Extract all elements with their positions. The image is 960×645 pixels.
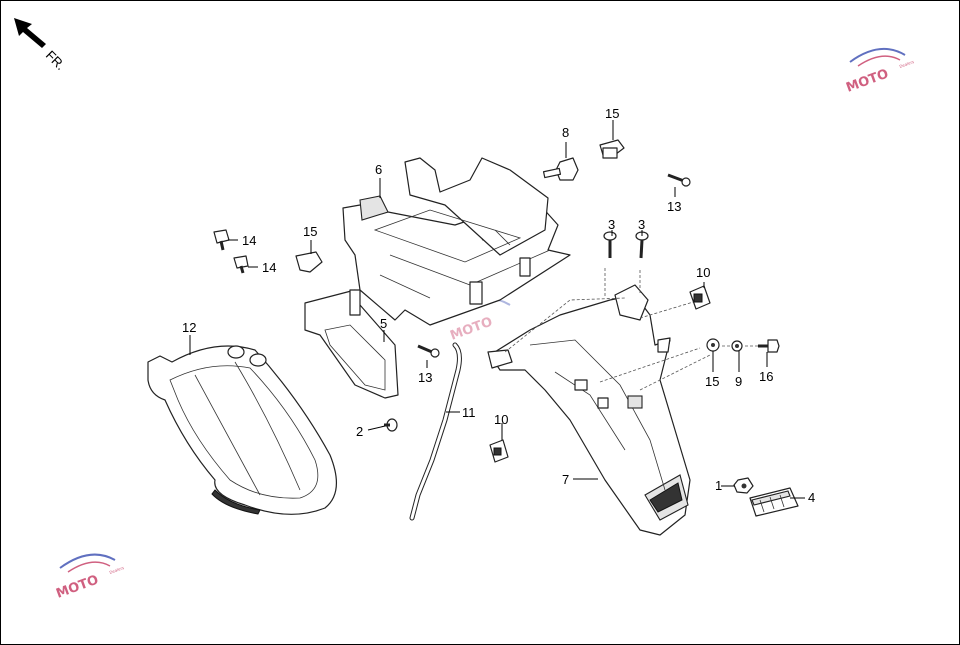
callout-9: 9 (735, 374, 742, 389)
callout-labels: 1 2 3 3 4 5 6 7 8 9 10 10 11 12 13 13 14… (182, 106, 815, 505)
watermark-text: MOTO (844, 67, 890, 96)
callout-8: 8 (562, 125, 569, 140)
part-14-bolt-a (213, 229, 230, 251)
callout-10-right: 10 (696, 265, 710, 280)
callout-12: 12 (182, 320, 196, 335)
callout-15-right: 15 (705, 374, 719, 389)
callout-3-left: 3 (608, 217, 615, 232)
part-16-bolt (758, 339, 780, 353)
callout-10-center: 10 (494, 412, 508, 427)
part-12-rear-fender (147, 345, 337, 515)
callout-13-top: 13 (667, 199, 681, 214)
part-15-grommet-top (599, 139, 625, 159)
part-1-nut (733, 477, 754, 494)
assembly-dashed-lines (504, 268, 758, 391)
callout-3-right: 3 (638, 217, 645, 232)
part-8-bolt (542, 157, 579, 181)
watermark-text: MOTO (54, 573, 100, 602)
part-7-rear-inner-fender (487, 284, 691, 536)
part-5-license-bracket (304, 289, 399, 399)
callout-1: 1 (715, 478, 722, 493)
part-14-bolt-b (233, 255, 249, 274)
part-6-under-seat-tray (342, 157, 571, 326)
callout-14-b: 14 (262, 260, 276, 275)
watermark-bottom-left: MOTO Dealers (54, 553, 125, 602)
callout-6: 6 (375, 162, 382, 177)
front-direction-label: FR. (43, 48, 68, 73)
callout-2: 2 (356, 424, 363, 439)
front-direction-arrow: FR. (14, 18, 68, 73)
callout-15-left: 15 (303, 224, 317, 239)
part-13-screw-top (667, 173, 691, 187)
watermark-top-right: MOTO Dealers (844, 47, 915, 96)
part-4-reflector (749, 487, 799, 517)
part-13-screw-center (417, 344, 440, 358)
callout-5: 5 (380, 316, 387, 331)
callout-7: 7 (562, 472, 569, 487)
part-2-screw (384, 418, 398, 432)
part-10-clip-center (489, 439, 509, 463)
callout-13-center: 13 (418, 370, 432, 385)
callout-14-a: 14 (242, 233, 256, 248)
watermark-subtext: Dealers (109, 565, 125, 575)
part-15-grommet-right (706, 338, 720, 352)
part-11-strap (409, 342, 462, 521)
callout-4: 4 (808, 490, 815, 505)
part-15-grommet-left (295, 251, 323, 273)
watermark-text: MOTO (448, 315, 494, 344)
callout-15-top: 15 (605, 106, 619, 121)
leader-lines (189, 120, 805, 499)
watermark-subtext: Dealers (899, 59, 915, 69)
callout-16: 16 (759, 369, 773, 384)
part-9-washer (731, 340, 743, 352)
part-3-screw-left (603, 231, 617, 258)
callout-11: 11 (462, 405, 476, 420)
part-10-clip-right (689, 285, 711, 310)
